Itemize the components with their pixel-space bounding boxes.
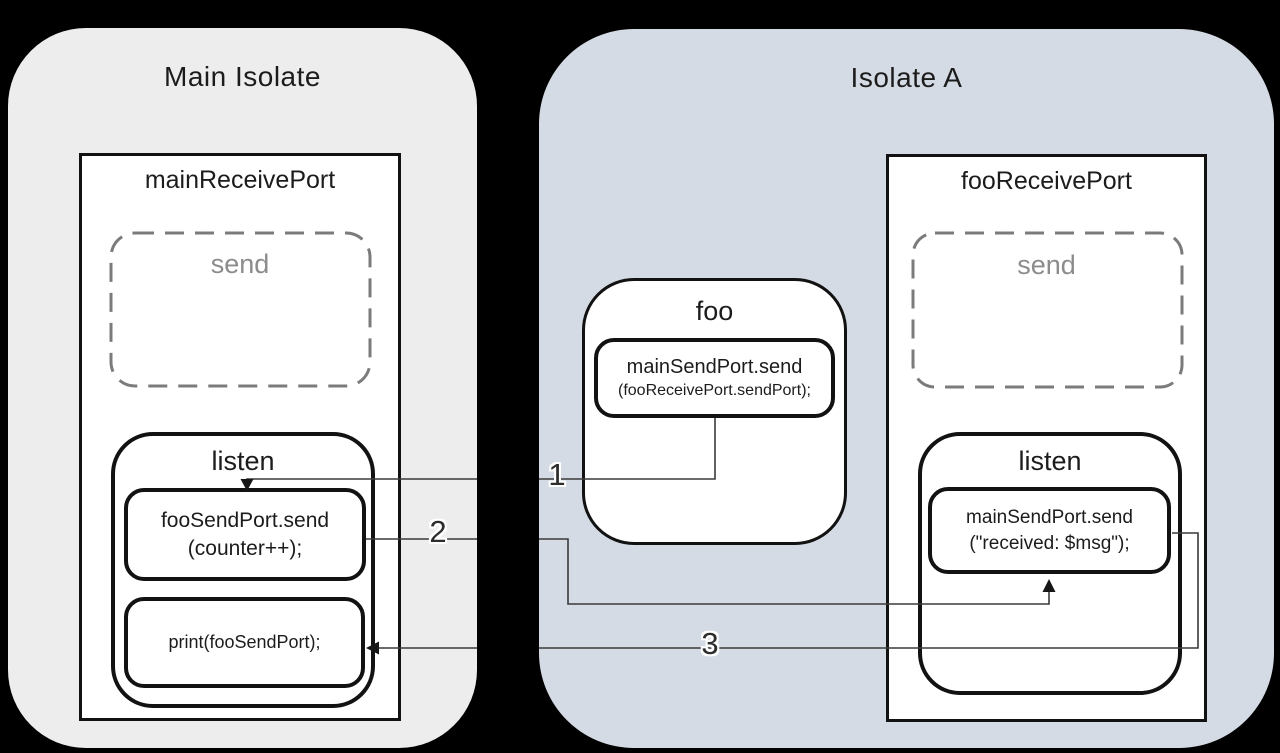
- print-call-text: print(fooSendPort);: [168, 632, 321, 652]
- main-receive-send-label: send: [210, 249, 270, 279]
- main-receive-port-box: mainReceivePort send listen fooSendPort.…: [79, 153, 401, 721]
- foo-send-port-call-box: fooSendPort.send (counter++);: [124, 488, 366, 581]
- foo-listen-box: listen mainSendPort.send ("received: $ms…: [918, 432, 1182, 695]
- isolate-a-container: Isolate A foo mainSendPort.send (fooRece…: [539, 29, 1274, 748]
- foo-receive-port-box: fooReceivePort send listen mainSendPort.…: [886, 154, 1207, 722]
- main-send-received-call-box: mainSendPort.send ("received: $msg");: [928, 487, 1171, 574]
- main-isolate-title: Main Isolate: [164, 61, 321, 92]
- isolate-a-title: Isolate A: [850, 62, 963, 93]
- main-send-port-call-line1: mainSendPort.send: [626, 356, 803, 378]
- foo-send-port-call-line1: fooSendPort.send: [160, 508, 330, 532]
- main-receive-port-title: mainReceivePort: [144, 166, 336, 194]
- main-send-port-call-line2: (fooReceivePort.sendPort);: [618, 382, 811, 399]
- arrow-label-2: 2: [429, 514, 447, 549]
- main-send-received-line2: ("received: $msg");: [969, 532, 1130, 554]
- foo-title: foo: [695, 296, 734, 326]
- main-listen-title: listen: [211, 446, 275, 476]
- main-send-port-call-box: mainSendPort.send (fooReceivePort.sendPo…: [594, 338, 835, 418]
- foo-receive-port-title: fooReceivePort: [961, 167, 1132, 195]
- foo-function-box: foo mainSendPort.send (fooReceivePort.se…: [582, 278, 847, 545]
- arrow-label-3: 3: [701, 626, 719, 661]
- main-listen-box: listen fooSendPort.send (counter++); pri…: [111, 432, 375, 708]
- print-call-box: print(fooSendPort);: [124, 597, 365, 688]
- main-isolate-container: Main Isolate mainReceivePort send listen…: [8, 28, 477, 748]
- foo-listen-title: listen: [1018, 446, 1082, 476]
- main-send-received-line1: mainSendPort.send: [966, 506, 1133, 528]
- foo-send-port-call-line2: (counter++);: [187, 536, 303, 560]
- arrow-label-1: 1: [548, 457, 566, 492]
- foo-receive-send-label: send: [1017, 250, 1076, 280]
